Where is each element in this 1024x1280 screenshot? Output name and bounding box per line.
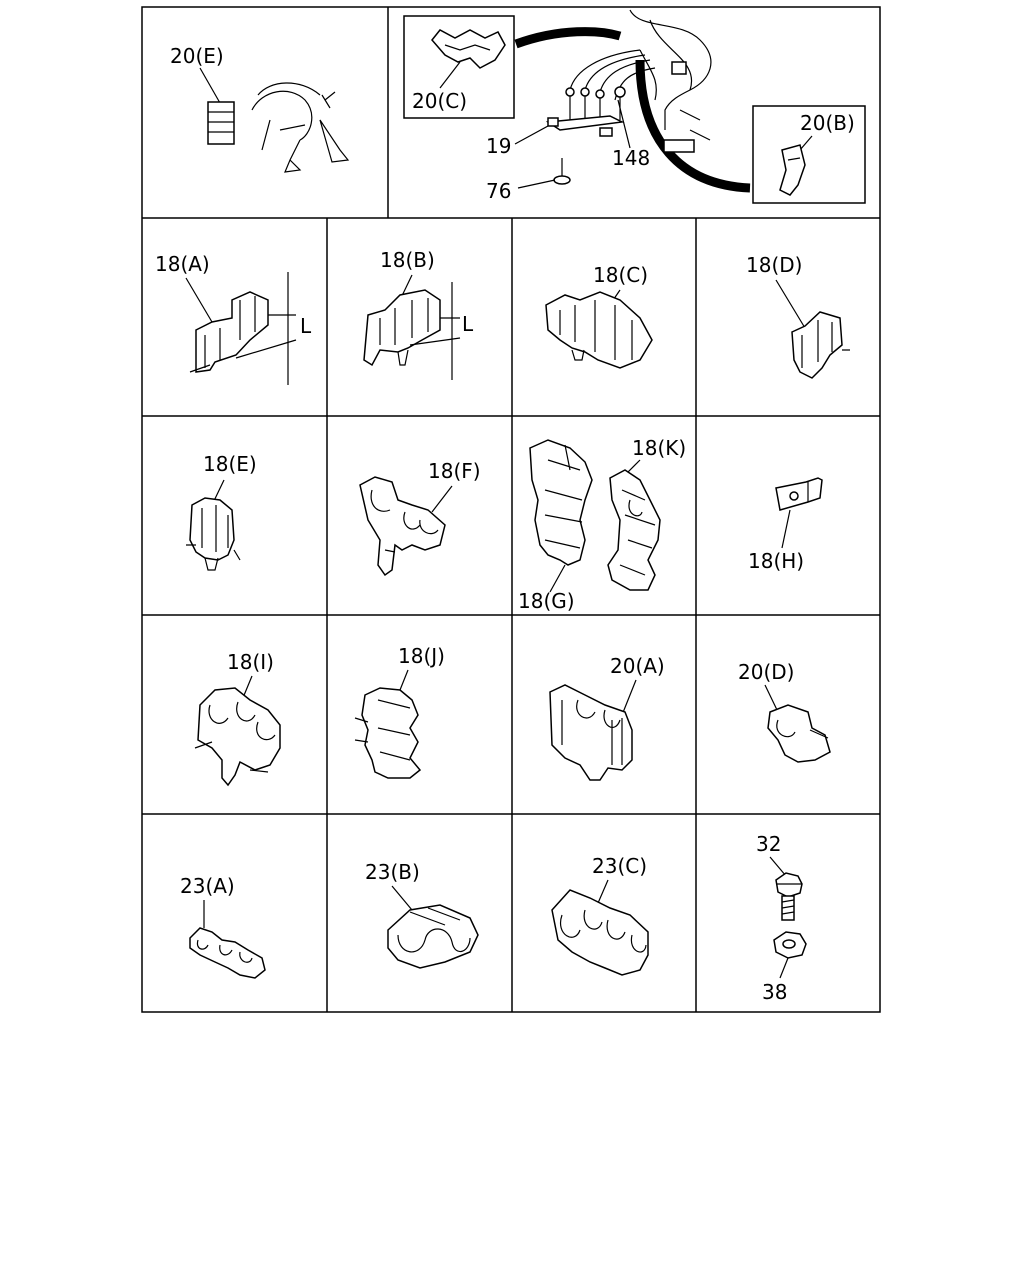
nut-38-drawing [773, 931, 807, 959]
clip-18E-drawing [189, 497, 235, 561]
callout-18F: 18(F) [428, 459, 481, 483]
clip-18B-drawing [363, 289, 441, 367]
clip-18K-drawing [607, 469, 661, 591]
bolt-32-drawing [775, 872, 803, 921]
clip-23B-drawing [387, 904, 479, 969]
callout-18E: 18(E) [203, 452, 257, 476]
callout-23C: 23(C) [592, 854, 647, 878]
callout-148: 148 [612, 146, 650, 170]
callout-19: 19 [486, 134, 511, 158]
callout-23A: 23(A) [180, 874, 235, 898]
callout-18D: 18(D) [746, 253, 802, 277]
callout-18G: 18(G) [518, 589, 575, 613]
callout-arrow-20B [635, 59, 751, 193]
callout-18K: 18(K) [632, 436, 686, 460]
cell-18D: 18(D) [746, 253, 850, 379]
cell-main-assembly: 20(C) 19 148 76 [403, 9, 866, 204]
clip-18F-drawing [359, 476, 446, 577]
callout-23B: 23(B) [365, 860, 420, 884]
callout-18J: 18(J) [398, 644, 445, 668]
cell-20D: 20(D) [738, 660, 831, 763]
callout-18H: 18(H) [748, 549, 804, 573]
callout-20C: 20(C) [412, 89, 467, 113]
cell-20E: 20(E) [170, 44, 350, 173]
dimension-L-18A: L [300, 314, 312, 338]
callout-20B: 20(B) [800, 111, 855, 135]
cell-18C: 18(C) [545, 263, 653, 369]
clip-18G-drawing [529, 439, 593, 566]
clip-20C-drawing [431, 29, 506, 69]
clip-18H-drawing [775, 477, 823, 511]
clip-18J-drawing [361, 687, 422, 779]
cell-18A: 18(A) L [155, 252, 312, 385]
clip-20B-drawing [779, 144, 806, 196]
clip-18D-drawing [791, 311, 843, 379]
cell-18H: 18(H) [748, 477, 823, 573]
callout-18B: 18(B) [380, 248, 435, 272]
callout-18I: 18(I) [227, 650, 274, 674]
callout-18A: 18(A) [155, 252, 210, 276]
grid-frame [141, 6, 881, 1013]
inset-20B-box [752, 105, 866, 204]
cell-23C: 23(C) [551, 854, 649, 976]
cell-18G-18K: 18(K) 18(G) [518, 436, 686, 613]
clip-20E-drawing [207, 82, 350, 173]
dimension-L-18B: L [462, 312, 474, 336]
cell-23A: 23(A) [180, 874, 266, 979]
cell-32-38: 32 38 [756, 832, 807, 1004]
bracket-assembly-drawing [545, 9, 712, 185]
clip-18I-drawing [197, 687, 281, 787]
clip-23C-drawing [551, 889, 649, 976]
cell-18B: 18(B) L [363, 248, 474, 380]
clip-18C-drawing [545, 291, 653, 369]
callout-20A: 20(A) [610, 654, 665, 678]
cell-18I: 18(I) [194, 650, 281, 787]
callout-arrow-20C [514, 27, 622, 49]
cell-23B: 23(B) [365, 860, 479, 969]
cell-20A: 20(A) [549, 654, 665, 781]
inset-20C-box [403, 15, 515, 119]
clip-18A-drawing [195, 291, 269, 373]
clip-23A-drawing [189, 927, 266, 979]
callout-76: 76 [486, 179, 511, 203]
callout-32: 32 [756, 832, 781, 856]
cell-18F: 18(F) [359, 459, 481, 577]
callout-20D: 20(D) [738, 660, 794, 684]
callout-20E: 20(E) [170, 44, 224, 68]
callout-38: 38 [762, 980, 787, 1004]
cell-18J: 18(J) [354, 644, 445, 779]
clip-20D-drawing [767, 704, 831, 763]
cell-18E: 18(E) [186, 452, 257, 571]
callout-18C: 18(C) [593, 263, 648, 287]
